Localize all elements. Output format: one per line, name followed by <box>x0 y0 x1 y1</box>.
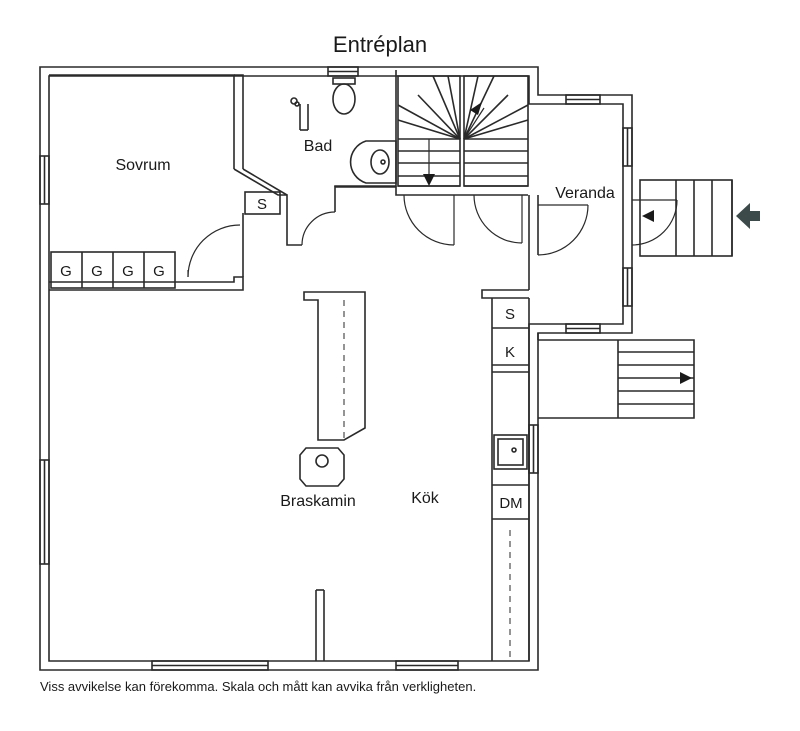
room-label-bad: Bad <box>304 138 332 155</box>
room-label-sovrum: Sovrum <box>115 157 170 174</box>
veranda-arrow-icon <box>642 210 654 222</box>
disclaimer-text: Viss avvikelse kan förekomma. Skala och … <box>40 679 477 694</box>
entry-arrow-icon <box>736 203 760 229</box>
bedroom-wall <box>49 74 235 169</box>
fixture-label-g4: G <box>153 263 165 280</box>
stair-arrow-down-icon <box>423 174 435 186</box>
fixture-label-dm-kitchen: DM <box>499 495 522 512</box>
stair-arrow-up-icon <box>470 102 482 115</box>
fixture-label-g2: G <box>91 263 103 280</box>
room-label-braskamin: Braskamin <box>280 493 356 510</box>
fixture-label-g1: G <box>60 263 72 280</box>
fixture-label-k-kitchen: K <box>505 344 515 361</box>
steps-arrow-icon <box>680 372 692 384</box>
fixture-label-s-bedroom: S <box>257 196 267 213</box>
room-label-kok: Kök <box>411 490 440 507</box>
room-label-veranda: Veranda <box>555 185 615 202</box>
fixture-label-g3: G <box>122 263 134 280</box>
fixture-label-s-kitchen: S <box>505 306 515 323</box>
plan-title: Entréplan <box>332 32 428 57</box>
